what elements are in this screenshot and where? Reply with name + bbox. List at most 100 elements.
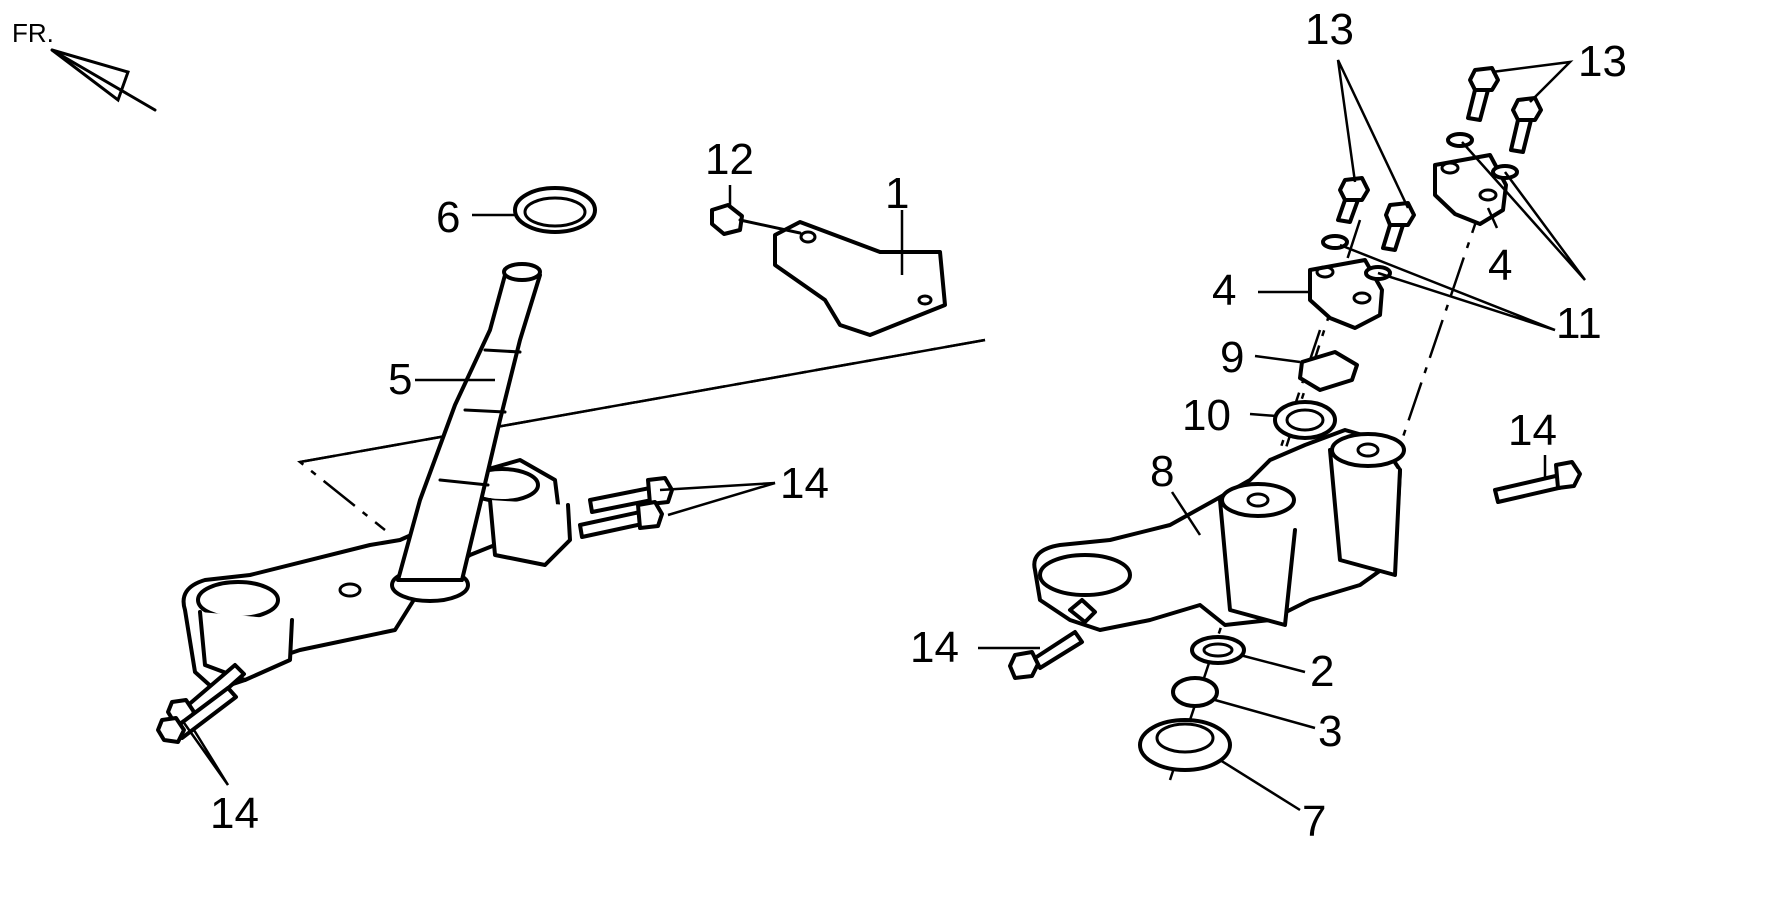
riser-right-hole	[1356, 442, 1380, 458]
leader-11-right	[1461, 141, 1587, 281]
callout-9: 9	[1220, 333, 1244, 382]
upper-yoke-part	[1032, 428, 1406, 632]
callout-14-left-bottom: 14	[210, 789, 259, 838]
clamp-right-hole-1	[1440, 161, 1460, 175]
stem-ring-2	[463, 408, 507, 414]
handlebar-clamp-left-part	[1308, 258, 1384, 330]
washer-10-outer	[1273, 400, 1337, 440]
side-bolt-upper-head	[646, 476, 674, 506]
lock-washer-3	[1171, 676, 1219, 708]
lower-yoke-right-boss	[488, 498, 572, 567]
callout-13-right: 13	[1578, 37, 1627, 86]
side-bolt-lower-shank	[578, 510, 644, 539]
leader-2	[1239, 653, 1306, 674]
right-assembly	[978, 59, 1587, 812]
screw-12-part	[710, 203, 802, 236]
upper-yoke-riser-right	[1328, 448, 1402, 577]
callout-6: 6	[436, 193, 460, 242]
side-bolt-lower-head	[636, 500, 664, 530]
leader-14-side	[659, 481, 776, 517]
callout-4-right: 4	[1488, 241, 1512, 290]
clamp-right-hole-2	[1478, 188, 1498, 202]
clamp-left-hole-2	[1352, 291, 1372, 305]
adjust-nut-2	[1190, 635, 1246, 665]
screw-12-shank	[738, 218, 802, 235]
bolt-13-d-head	[1511, 96, 1543, 122]
lower-yoke-part	[181, 458, 572, 692]
riser-left-hole	[1246, 492, 1270, 508]
screw-12-head	[710, 203, 744, 236]
leader-3	[1214, 698, 1316, 730]
leader-8	[1170, 491, 1202, 536]
upper-yoke-left-clamp	[1038, 553, 1132, 597]
callout-1: 1	[885, 169, 909, 218]
callout-8: 8	[1150, 447, 1174, 496]
upper-yoke-riser-left	[1218, 498, 1297, 627]
washer-10-inner	[1285, 408, 1325, 432]
leader-13-left	[1336, 59, 1410, 209]
leader-13-right	[1491, 60, 1574, 103]
clamp-left-hole-1	[1315, 265, 1335, 279]
callout-7: 7	[1302, 797, 1326, 846]
bracket-hole-2	[917, 294, 933, 306]
bottom-bolt-lower-head	[156, 716, 186, 744]
yoke-hole	[338, 582, 362, 598]
stem-ring-1	[483, 348, 522, 354]
stem-nut-9	[1298, 350, 1359, 392]
callout-14-left-side: 14	[780, 459, 829, 508]
stem-ring-3	[438, 478, 490, 487]
centerline-right-clamp	[1383, 194, 1487, 491]
left-yoke-side-bolts	[578, 476, 674, 539]
front-direction-indicator: FR.	[12, 18, 157, 112]
pinch-bolt-lower-head	[1008, 650, 1040, 680]
leader-4-right	[1486, 207, 1499, 229]
leader-11-left	[1339, 243, 1556, 332]
front-arrow-head-icon	[51, 48, 130, 103]
leader-10	[1249, 412, 1277, 418]
bolt-13-b-head	[1384, 201, 1416, 227]
front-label: FR.	[12, 18, 54, 48]
callout-5: 5	[388, 355, 412, 404]
washer-11-c	[1446, 132, 1474, 148]
pinch-bolt-lower-shank	[1033, 630, 1084, 670]
seal-ring-part	[513, 186, 597, 234]
bolt-13-d-shank	[1509, 118, 1533, 154]
leader-9	[1254, 354, 1301, 364]
callout-labels: 1 2 3 4 4 5 6 7 8 9 10 11 12 13 13 14 14…	[210, 5, 1627, 846]
left-yoke-bottom-bolts	[156, 663, 246, 744]
upper-yoke-clamp-nut	[1068, 598, 1097, 624]
side-bolt-right-head	[1554, 460, 1582, 490]
riser-right-top	[1330, 432, 1406, 468]
front-arrow-shaft-icon	[50, 48, 157, 112]
callout-13-left: 13	[1305, 5, 1354, 54]
callout-10: 10	[1182, 391, 1231, 440]
handlebar-clamp-right-part	[1433, 153, 1508, 226]
callout-14-right-lower: 14	[910, 623, 959, 672]
bolt-13-a-shank	[1336, 198, 1360, 224]
adjust-nut-2-bore	[1202, 642, 1234, 658]
bracket-hole-1	[799, 230, 817, 244]
left-reference-line	[299, 338, 986, 464]
riser-left-top	[1220, 482, 1296, 518]
callout-2: 2	[1310, 647, 1334, 696]
bracket-body	[773, 220, 947, 337]
bolt-13-b-shank	[1381, 223, 1405, 252]
bolt-13-c-head	[1468, 66, 1500, 92]
bearing-7-outer	[1138, 718, 1232, 772]
callout-3: 3	[1318, 707, 1342, 756]
callout-12: 12	[705, 135, 754, 184]
seal-ring-inner	[523, 196, 587, 228]
bracket-part	[773, 220, 947, 337]
callout-14-right-side: 14	[1508, 406, 1557, 455]
bearing-7-inner	[1155, 722, 1215, 754]
bolt-13-c-shank	[1466, 88, 1490, 122]
lower-yoke-left-clamp	[196, 580, 280, 620]
leader-14-bottom	[180, 719, 230, 786]
side-bolt-right-shank	[1493, 473, 1565, 504]
left-assembly	[156, 185, 986, 786]
callout-11: 11	[1556, 299, 1602, 348]
pinch-bolt-lower	[1008, 630, 1084, 680]
side-bolt-right	[1493, 460, 1582, 504]
leader-7	[1219, 758, 1301, 812]
